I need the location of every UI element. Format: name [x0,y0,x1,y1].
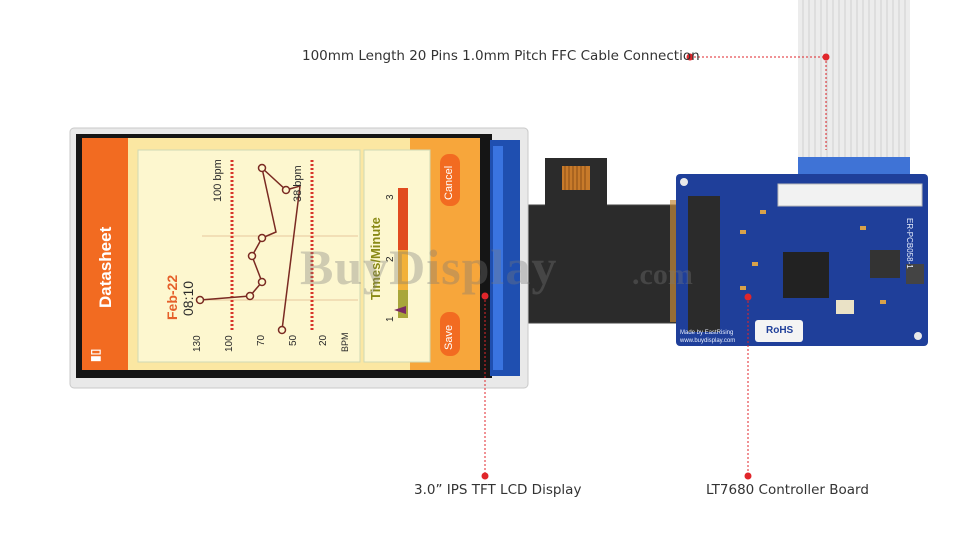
axis-tick: 70 [256,334,267,346]
save-button-shape [440,312,460,356]
screen-date: Feb-22 [164,274,180,320]
gauge-tick: 2 [385,256,396,262]
axis-tick: 20 [318,334,329,346]
cancel-button-shape [440,154,460,206]
screen-time: 08:10 [180,280,196,316]
axis-tick: 130 [192,335,203,352]
rohs-mark: RoHS [766,325,794,336]
pcb-model: ER-PCB058-1 [905,218,914,269]
axis-tick: 50 [288,334,299,346]
cable-callout: 100mm Length 20 Pins 1.0mm Pitch FFC Cab… [302,48,700,64]
callout-dots [481,53,830,480]
bpm-right-label: 38 bpm [292,165,304,202]
axis-tick: 100 [224,335,235,352]
cancel-button: Cancel [443,165,455,200]
lcd-flex-tail [505,158,703,385]
lcd-screen [82,138,480,370]
controller-callout: LT7680 Controller Board [706,482,869,498]
axis-unit: BPM [340,332,350,352]
bpm-top-label: 100 bpm [212,159,224,202]
display-callout: 3.0” IPS TFT LCD Display [414,482,582,498]
screen-title: Datasheet [96,226,115,308]
pcb-maker: Made by EastRising [680,330,734,336]
heart-rate-line [199,165,301,331]
pcb-website: www.buydisplay.com [680,338,736,344]
controller-board [676,174,928,346]
callout-leaders [484,56,827,476]
signal-icon: ▮▯ [88,348,102,362]
gauge-title: Times/Minute [368,217,383,300]
gauge-tick: 3 [385,194,396,200]
save-button: Save [443,324,455,350]
ffc-cable [798,0,910,185]
gauge-tick: 1 [385,316,396,322]
